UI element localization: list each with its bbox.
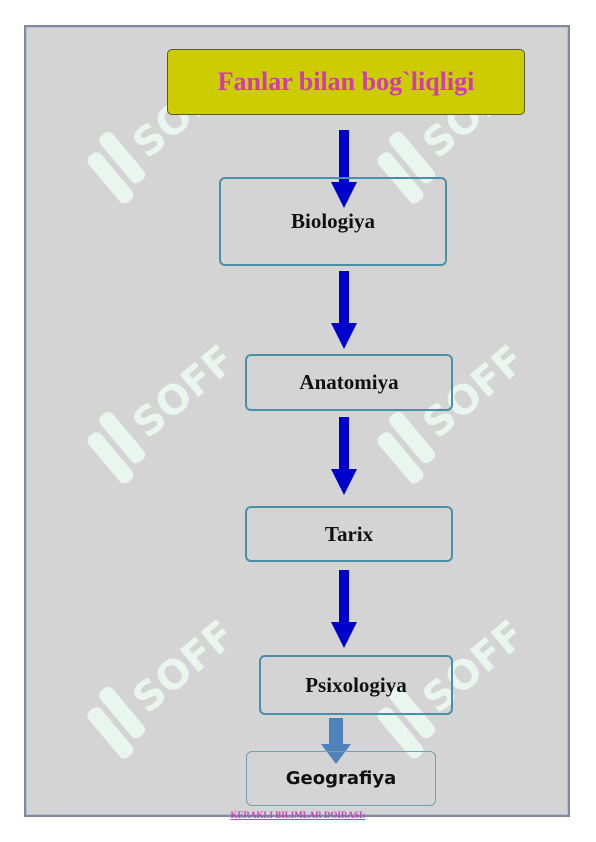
node-anatomiya: Anatomiya: [245, 354, 453, 411]
node-tarix: Tarix: [245, 506, 453, 562]
arrow-down-icon: [331, 570, 357, 648]
node-psixologiya: Psixologiya: [259, 655, 453, 715]
node-biologiya: Biologiya: [219, 177, 447, 266]
footer-caption: KERAKLI BILIMLAR DOIRASI:: [230, 810, 366, 820]
node-geografiya: Geografiya: [246, 751, 436, 806]
arrow-down-icon: [331, 417, 357, 495]
diagram-title: Fanlar bilan bog`liqligi: [167, 49, 525, 115]
arrow-down-icon: [321, 718, 351, 764]
arrow-down-icon: [331, 130, 357, 208]
arrow-down-icon: [331, 271, 357, 349]
